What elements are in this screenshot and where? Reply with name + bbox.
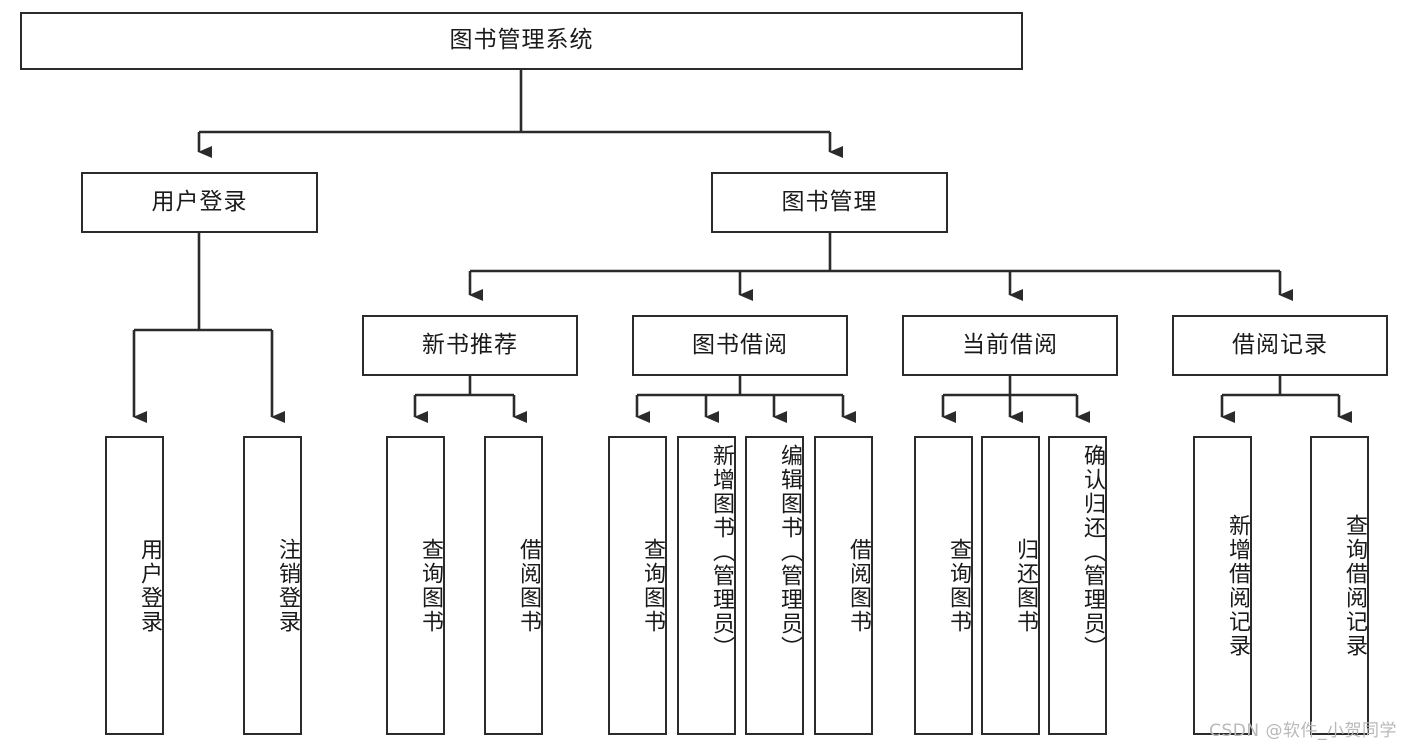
node-label: 新书推荐 bbox=[422, 331, 518, 358]
node-label: 归还图书 bbox=[1013, 537, 1038, 634]
node-leaf-query-book-recommend[interactable]: 查询图书 bbox=[386, 436, 445, 735]
node-leaf-add-book-admin[interactable]: 新增图书（管理员） bbox=[677, 436, 736, 735]
node-leaf-user-login[interactable]: 用户登录 bbox=[105, 436, 164, 735]
node-leaf-query-book-borrow[interactable]: 查询图书 bbox=[608, 436, 667, 735]
node-leaf-logout[interactable]: 注销登录 bbox=[243, 436, 302, 735]
node-user-login[interactable]: 用户登录 bbox=[81, 172, 318, 233]
node-label: 新增图书（管理员） bbox=[709, 444, 734, 660]
node-leaf-edit-book-admin[interactable]: 编辑图书（管理员） bbox=[745, 436, 804, 735]
node-label: 注销登录 bbox=[275, 537, 300, 634]
node-label: 查询图书 bbox=[418, 537, 443, 634]
node-label: 当前借阅 bbox=[962, 331, 1058, 358]
node-label: 用户登录 bbox=[137, 537, 162, 634]
watermark: CSDN @软件_小贺同学 bbox=[1209, 721, 1397, 741]
node-label: 用户登录 bbox=[151, 188, 248, 215]
node-label: 借阅图书 bbox=[846, 537, 871, 634]
node-label: 查询图书 bbox=[640, 537, 665, 634]
node-label: 图书借阅 bbox=[692, 331, 788, 358]
node-book-management-system[interactable]: 图书管理系统 bbox=[20, 12, 1023, 70]
node-book-management[interactable]: 图书管理 bbox=[711, 172, 948, 233]
node-leaf-borrow-book-recommend[interactable]: 借阅图书 bbox=[484, 436, 543, 735]
node-label: 借阅记录 bbox=[1232, 331, 1328, 358]
node-leaf-add-borrow-record[interactable]: 新增借阅记录 bbox=[1193, 436, 1252, 735]
node-borrow-record[interactable]: 借阅记录 bbox=[1172, 315, 1388, 376]
node-label: 查询借阅记录 bbox=[1342, 513, 1367, 658]
node-label: 借阅图书 bbox=[516, 537, 541, 634]
node-label: 图书管理系统 bbox=[449, 27, 594, 54]
node-leaf-query-book-current[interactable]: 查询图书 bbox=[914, 436, 973, 735]
node-leaf-query-borrow-record[interactable]: 查询借阅记录 bbox=[1310, 436, 1369, 735]
node-label: 编辑图书（管理员） bbox=[777, 444, 802, 660]
node-label: 确认归还（管理员） bbox=[1080, 444, 1105, 660]
node-leaf-borrow-book[interactable]: 借阅图书 bbox=[814, 436, 873, 735]
node-label: 新增借阅记录 bbox=[1225, 513, 1250, 658]
node-leaf-return-book[interactable]: 归还图书 bbox=[981, 436, 1040, 735]
node-new-book-recommend[interactable]: 新书推荐 bbox=[362, 315, 578, 376]
node-label: 图书管理 bbox=[781, 188, 878, 215]
node-current-borrow[interactable]: 当前借阅 bbox=[902, 315, 1118, 376]
node-label: 查询图书 bbox=[946, 537, 971, 634]
node-leaf-confirm-return-admin[interactable]: 确认归还（管理员） bbox=[1048, 436, 1107, 735]
node-book-borrow[interactable]: 图书借阅 bbox=[632, 315, 848, 376]
